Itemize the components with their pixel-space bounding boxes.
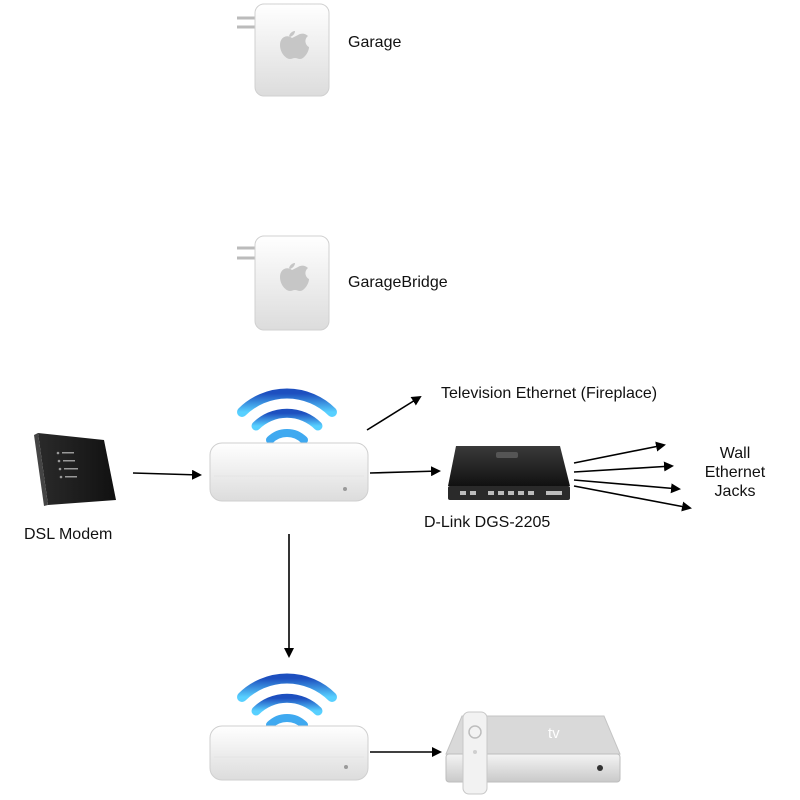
apple-tv-logo-text: tv xyxy=(548,725,560,742)
arrow-switch-to-jack-1 xyxy=(573,441,666,464)
wall-jacks-line-3: Jacks xyxy=(714,483,756,500)
arrow-switch-to-jack-3 xyxy=(573,479,681,494)
garagebridge-label: GarageBridge xyxy=(348,274,448,291)
dsl-modem-icon xyxy=(34,433,116,506)
arrow-switch-to-jack-2 xyxy=(573,461,674,473)
dlink-switch-icon xyxy=(448,446,570,500)
arrow-base-to-television xyxy=(366,395,422,431)
wall-jacks-line-1: Wall xyxy=(719,445,751,462)
connection-arrows xyxy=(132,395,692,757)
television-ethernet-label: Television Ethernet (Fireplace) xyxy=(441,385,658,402)
apple-tv-icon: tv xyxy=(445,711,621,795)
airport-extreme-main-icon xyxy=(209,388,369,502)
wall-ethernet-jacks-label: Wall Ethernet Jacks xyxy=(690,444,780,501)
arrow-switch-to-jack-4 xyxy=(573,485,692,512)
arrow-modem-to-base xyxy=(132,469,202,480)
dsl-modem-label: DSL Modem xyxy=(24,526,113,543)
dlink-switch-label: D-Link DGS-2205 xyxy=(424,514,551,531)
airport-express-garage-icon xyxy=(237,3,330,97)
arrow-base-to-switch xyxy=(369,466,441,477)
airport-extreme-second-icon xyxy=(209,673,369,781)
garage-label: Garage xyxy=(348,34,402,51)
airport-express-garagebridge-icon xyxy=(237,235,330,331)
apple-remote-icon xyxy=(462,711,488,795)
wall-jacks-line-2: Ethernet xyxy=(704,464,766,481)
